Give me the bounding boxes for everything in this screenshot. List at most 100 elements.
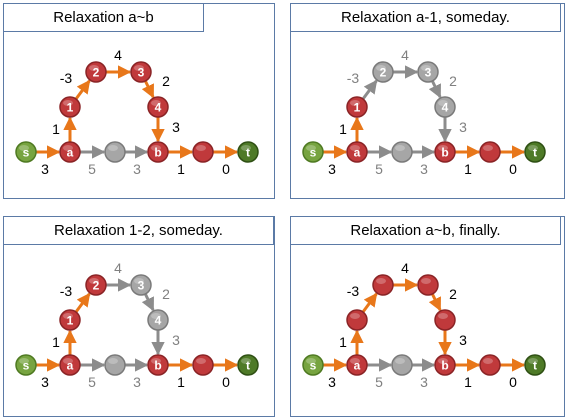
panel-title: Relaxation 1-2, someday. (4, 217, 274, 245)
node-n2 (372, 274, 394, 296)
node-n3: 3 (130, 61, 152, 83)
edge-weight-label: 1 (52, 334, 60, 350)
node-m (104, 141, 126, 163)
node-label: s (310, 146, 317, 160)
node-label: t (246, 359, 250, 373)
edge-weight-label: -3 (347, 70, 360, 86)
edge-weight-label: 3 (133, 374, 141, 390)
node-n4: 4 (147, 309, 169, 331)
node-n1 (346, 309, 368, 331)
node-s: s (302, 354, 324, 376)
node-highlight (483, 358, 493, 364)
edge-weight-label: 0 (222, 161, 230, 177)
node-c (479, 141, 501, 163)
node-circle (524, 354, 546, 376)
node-n3: 3 (417, 61, 439, 83)
node-highlight (89, 65, 99, 71)
node-n4 (434, 309, 456, 331)
node-m (391, 354, 413, 376)
node-circle (524, 141, 546, 163)
node-highlight (63, 313, 73, 319)
node-label: 4 (155, 314, 162, 328)
node-circle (59, 141, 81, 163)
node-circle (15, 141, 37, 163)
node-highlight (241, 145, 251, 151)
edge-weight-label: 3 (172, 332, 180, 348)
node-highlight (528, 145, 538, 151)
node-c (192, 354, 214, 376)
node-circle (192, 354, 214, 376)
node-highlight (306, 145, 316, 151)
edge-weight-label: 3 (328, 374, 336, 390)
edge-weight-label: 0 (509, 161, 517, 177)
edge-weight-label: 2 (162, 73, 170, 89)
node-label: t (246, 146, 250, 160)
node-a: a (346, 141, 368, 163)
panel-title: Relaxation a~b (4, 4, 204, 32)
edge-n1-n2 (74, 292, 91, 313)
node-circle (417, 61, 439, 83)
node-highlight (63, 145, 73, 151)
node-label: t (533, 359, 537, 373)
node-b: b (434, 354, 456, 376)
node-highlight (376, 278, 386, 284)
node-highlight (395, 358, 405, 364)
node-n3: 3 (130, 274, 152, 296)
node-circle (417, 274, 439, 296)
node-circle (346, 96, 368, 118)
edge-n1-n2 (361, 79, 378, 100)
node-circle (192, 141, 214, 163)
node-t: t (237, 354, 259, 376)
node-highlight (350, 358, 360, 364)
node-highlight (151, 100, 161, 106)
node-highlight (395, 145, 405, 151)
node-circle (85, 61, 107, 83)
node-circle (479, 354, 501, 376)
edge-weight-label: 3 (41, 374, 49, 390)
node-circle (104, 354, 126, 376)
node-highlight (196, 358, 206, 364)
edge-weight-label: 3 (420, 161, 428, 177)
edge-weight-label: 1 (52, 121, 60, 137)
node-highlight (483, 145, 493, 151)
node-m (391, 141, 413, 163)
edge-weight-label: 5 (88, 374, 96, 390)
node-circle (302, 354, 324, 376)
edge-n3-n4 (141, 293, 155, 312)
node-circle (434, 96, 456, 118)
node-circle (147, 96, 169, 118)
node-label: 4 (442, 101, 449, 115)
edge-weight-label: 3 (172, 119, 180, 135)
edge-weight-label: 5 (88, 161, 96, 177)
node-t: t (524, 141, 546, 163)
node-label: a (354, 146, 361, 160)
node-circle (130, 274, 152, 296)
node-label: 1 (67, 314, 74, 328)
edge-weight-label: 4 (114, 260, 122, 276)
node-circle (237, 354, 259, 376)
node-circle (391, 141, 413, 163)
edge-n3-n4 (428, 80, 442, 99)
node-highlight (151, 313, 161, 319)
node-n3 (417, 274, 439, 296)
node-n1: 1 (59, 96, 81, 118)
node-label: 2 (380, 66, 387, 80)
node-label: a (354, 359, 361, 373)
node-highlight (438, 100, 448, 106)
edge-weight-label: 1 (464, 374, 472, 390)
edge-weight-label: 2 (449, 286, 457, 302)
node-highlight (63, 100, 73, 106)
panel-title: Relaxation a~b, finally. (291, 217, 561, 245)
node-highlight (306, 358, 316, 364)
node-highlight (151, 145, 161, 151)
edge-weight-label: 4 (401, 47, 409, 63)
node-label: 4 (155, 101, 162, 115)
node-highlight (134, 278, 144, 284)
edge-n3-n4 (141, 80, 155, 99)
edge-weight-label: 3 (459, 119, 467, 135)
node-circle (59, 309, 81, 331)
